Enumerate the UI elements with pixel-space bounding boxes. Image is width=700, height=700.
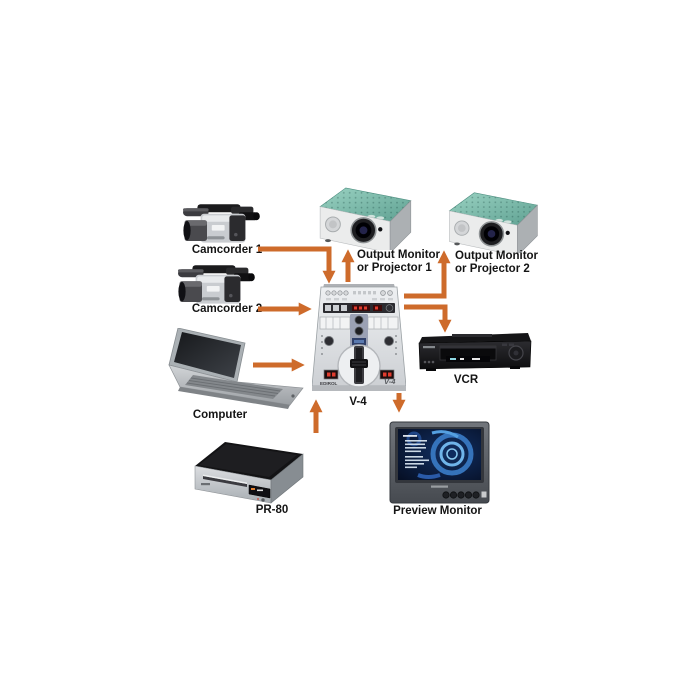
output-1-label: Output Monitor or Projector 1: [357, 249, 440, 275]
v4-top-buttons: [325, 290, 393, 301]
camcorder-icon: [178, 265, 255, 304]
arrow-v4-to-vcr: [404, 304, 452, 333]
projector-icon: [319, 187, 412, 250]
computer-image: [165, 328, 305, 410]
projector-icon: [448, 192, 538, 253]
camcorder-2-image: [178, 262, 258, 310]
video-mixer-icon: EDIROL V-4: [312, 284, 406, 391]
pr80-image: [193, 430, 308, 505]
computer-label: Computer: [192, 409, 248, 421]
v4-side-controls: [321, 335, 397, 380]
v4-model-text: V-4: [384, 377, 396, 386]
screen-menu-text: [403, 435, 429, 469]
output-2-label: Output Monitor or Projector 2: [455, 250, 538, 276]
pr80-label: PR-80: [255, 504, 289, 516]
v4-crossfader: [350, 346, 368, 384]
laptop-icon: [168, 328, 304, 409]
output-2-label-line1: Output Monitor: [455, 250, 539, 262]
camcorder-icon: [183, 204, 260, 243]
output-1-label-line1: Output Monitor: [357, 249, 441, 261]
v4-slider-banks: [319, 316, 399, 330]
camcorder-2-label: Camcorder 2: [191, 303, 263, 315]
screen-graphics: [406, 430, 474, 479]
projector-1-image: [306, 181, 420, 250]
v4-brand-text: EDIROL: [320, 381, 338, 386]
recorder-box-icon: [194, 442, 304, 504]
output-2-label-line2: or Projector 2: [455, 263, 530, 275]
projector-2-image: [436, 186, 546, 253]
v4-mixer-image: EDIROL V-4: [312, 284, 406, 396]
camcorder-1-label: Camcorder 1: [191, 244, 263, 256]
output-1-label-line2: or Projector 1: [357, 262, 432, 274]
monitor-icon: [389, 421, 490, 504]
v4-led-strip: [323, 303, 395, 313]
monitor-brand-mark: [431, 485, 448, 488]
vcr-label: VCR: [453, 374, 479, 386]
preview-monitor-image: [388, 419, 492, 507]
preview-monitor-label: Preview Monitor: [393, 505, 482, 517]
vcr-image: [416, 329, 534, 375]
camcorder-1-image: [183, 201, 263, 249]
monitor-buttons: [442, 491, 487, 499]
vcr-icon: [418, 333, 532, 371]
v4-label: V-4: [349, 396, 367, 408]
